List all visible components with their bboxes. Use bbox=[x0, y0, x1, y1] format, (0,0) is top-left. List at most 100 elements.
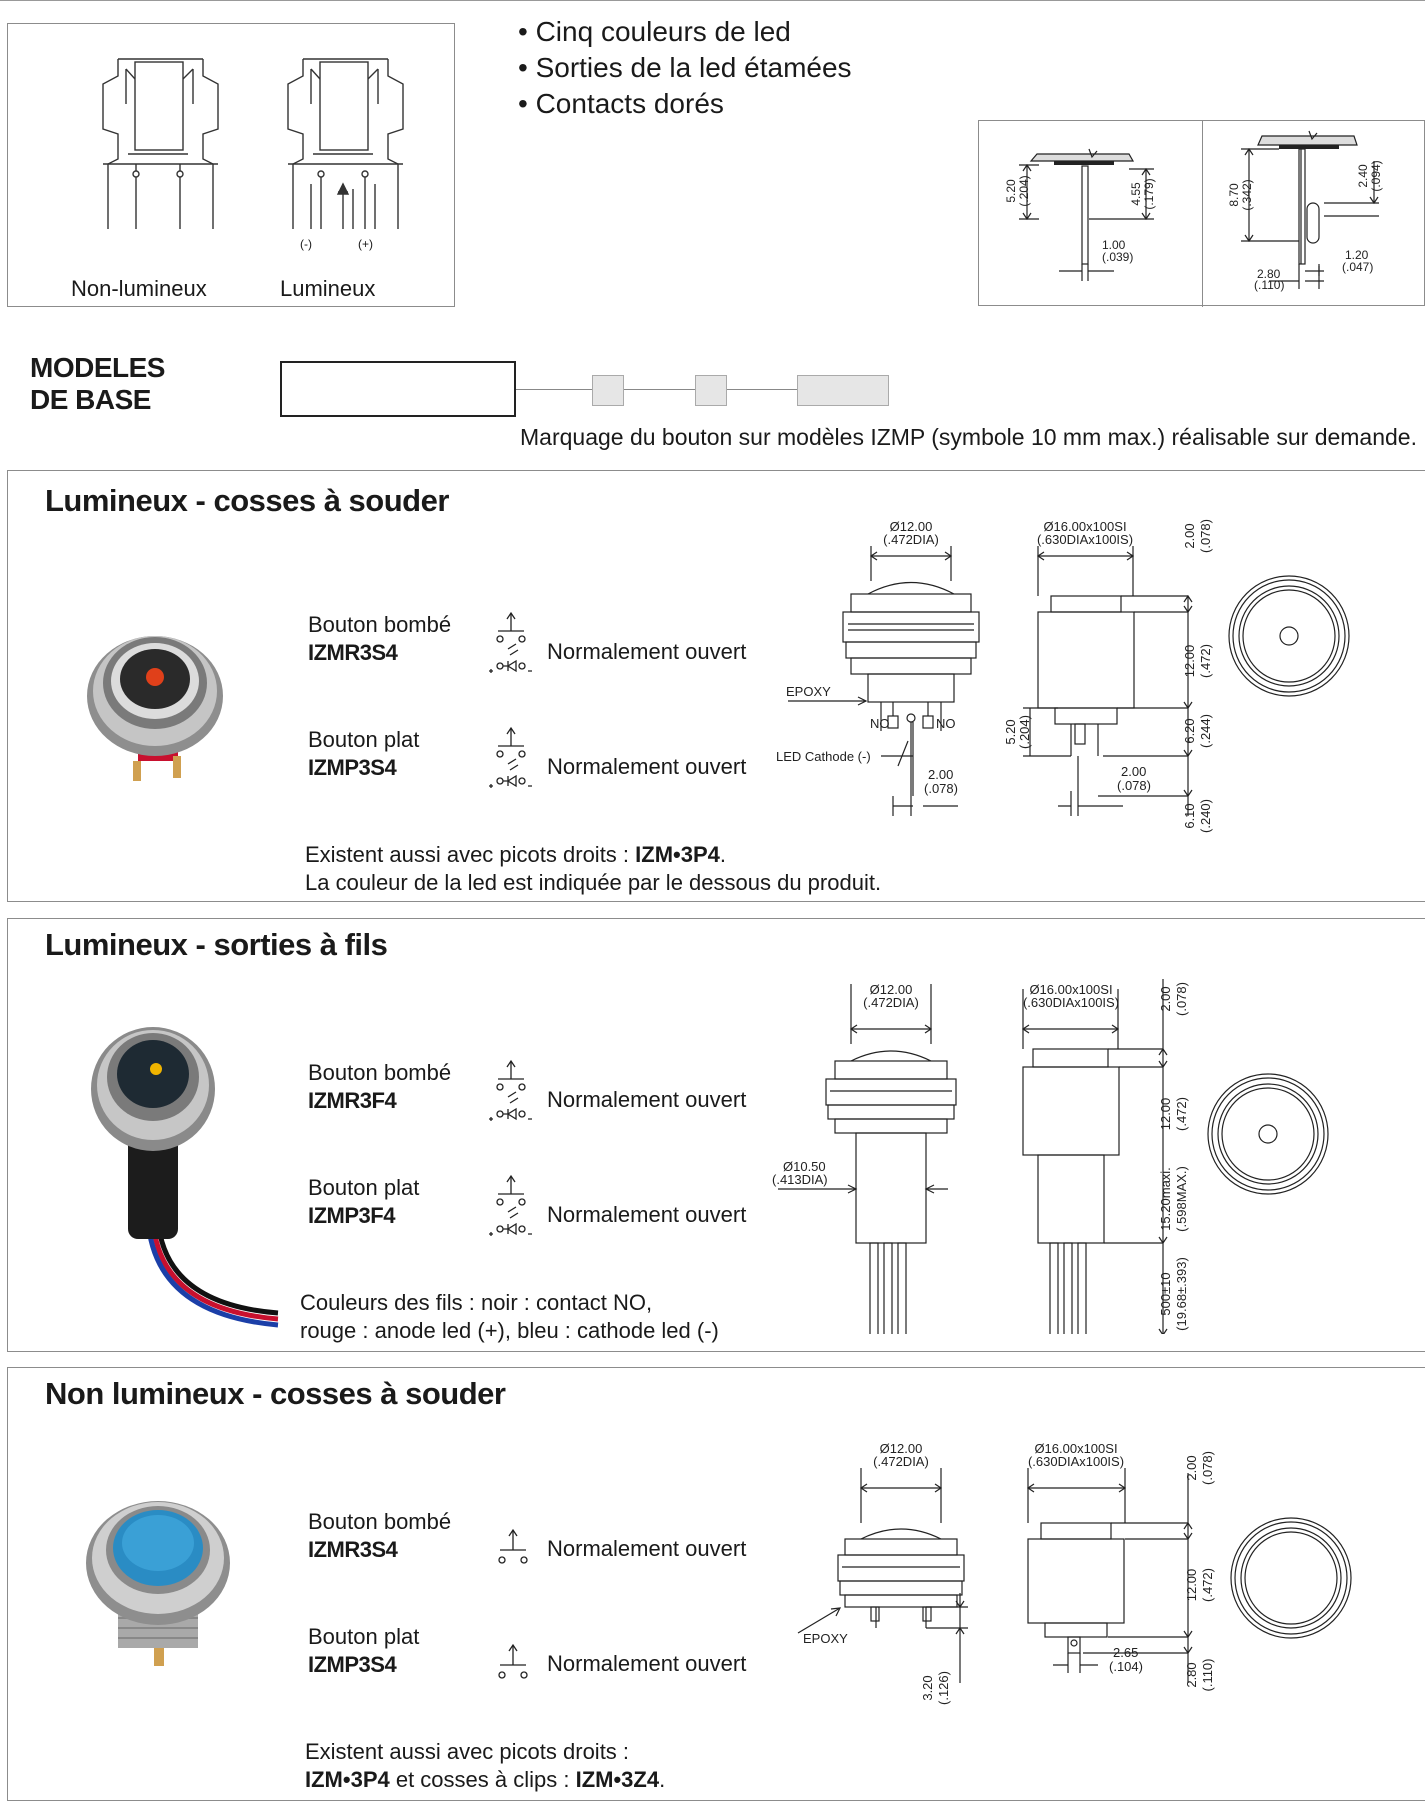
note-text: . bbox=[719, 842, 726, 867]
dim-text: (.179) bbox=[1142, 178, 1156, 209]
dim-text: (.078) bbox=[1174, 982, 1189, 1016]
dim-text: (.078) bbox=[924, 781, 958, 796]
contact-label: Normalement ouvert bbox=[547, 1202, 747, 1227]
dim-text: (.039) bbox=[1102, 250, 1133, 264]
dim-text: Ø12.00 bbox=[870, 982, 913, 997]
modeles-line-1: MODELES bbox=[30, 352, 165, 383]
item-code: IZMP3S4 bbox=[308, 1652, 397, 1677]
contact-label: Normalement ouvert bbox=[547, 1536, 747, 1561]
section-lumineux-cosses: Lumineux - cosses à souder Bouton bombé … bbox=[7, 470, 1425, 902]
contact-label: Normalement ouvert bbox=[547, 639, 747, 664]
dim-text: (.342) bbox=[1240, 179, 1254, 210]
modeles-title: MODELES DE BASE bbox=[30, 352, 165, 416]
non-lumineux-label: Non-lumineux bbox=[71, 276, 207, 301]
dim-text: (.630DIAx100IS) bbox=[1023, 995, 1119, 1010]
item-code: IZMP3S4 bbox=[308, 755, 397, 780]
dim-text: (.204) bbox=[1017, 715, 1032, 749]
note-code: IZM•3P4 bbox=[635, 842, 720, 867]
dim-text: (.126) bbox=[936, 1671, 951, 1705]
dim-text: (.110) bbox=[1200, 1659, 1215, 1692]
switch-symbol bbox=[498, 1528, 528, 1564]
top-rule bbox=[0, 0, 1425, 1]
dim-text: 1.20 bbox=[1345, 248, 1369, 262]
switch-led-symbol bbox=[489, 1059, 532, 1121]
dim-text: 6.10 bbox=[1182, 803, 1197, 828]
dim-text: Ø12.00 bbox=[890, 519, 933, 534]
item-label: Bouton bombé bbox=[308, 1509, 452, 1534]
dimension-drawing: Ø12.00 (.472DIA) Ø16.00x100SI (.630DIAx1… bbox=[797, 1443, 1352, 1705]
marquage-note: Marquage du bouton sur modèles IZMP (sym… bbox=[520, 424, 1417, 450]
note-text: Existent aussi avec picots droits : bbox=[305, 842, 636, 867]
item-code: IZMR3F4 bbox=[308, 1088, 397, 1113]
dim-text: 12.00 bbox=[1158, 1098, 1173, 1131]
item-label: Bouton plat bbox=[308, 727, 420, 752]
switch-led-symbol bbox=[489, 726, 532, 788]
section-note: Couleurs des fils : noir : contact NO, bbox=[300, 1290, 653, 1315]
dim-text: (19.68±.393) bbox=[1174, 1257, 1189, 1331]
item-code: IZMR3S4 bbox=[308, 1537, 398, 1562]
dim-text: 8.70 bbox=[1227, 183, 1241, 207]
section-note: La couleur de la led est indiquée par le… bbox=[305, 870, 882, 895]
dim-text: 5.20 bbox=[1004, 179, 1018, 203]
dim-text: Ø10.50 bbox=[783, 1159, 826, 1174]
dim-text: 2.65 bbox=[1113, 1645, 1138, 1660]
dim-text: Ø16.00x100SI bbox=[1034, 1443, 1117, 1456]
note-code: IZM•3P4 bbox=[305, 1767, 390, 1792]
section-note: Existent aussi avec picots droits : IZM•… bbox=[305, 841, 726, 869]
contact-label: Normalement ouvert bbox=[547, 1651, 747, 1676]
dim-text: 2.00 bbox=[1121, 764, 1146, 779]
dim-text: Ø16.00x100SI bbox=[1029, 982, 1112, 997]
section-non-lumineux: Non lumineux - cosses à souder Bouton bo… bbox=[7, 1367, 1425, 1801]
product-photo-blue-cap bbox=[86, 1501, 230, 1666]
item-label: Bouton plat bbox=[308, 1175, 420, 1200]
terminal-drawings: 5.20 (.204) 4.55 (.179) 1.00 (.039) 8.70… bbox=[1004, 130, 1383, 292]
section-lumineux-fils: Lumineux - sorties à fils Bouton bombé I… bbox=[7, 918, 1425, 1352]
feature-item: • Contacts dorés bbox=[518, 88, 724, 119]
dim-text: 15.20maxi. bbox=[1158, 1167, 1173, 1231]
model-code-slot bbox=[695, 375, 727, 406]
dim-text: EPOXY bbox=[786, 684, 831, 699]
dim-text: (.472) bbox=[1198, 644, 1213, 678]
section-title: Non lumineux - cosses à souder bbox=[45, 1376, 506, 1411]
dim-text: 6.20 bbox=[1182, 718, 1197, 743]
dim-text: (.413DIA) bbox=[772, 1172, 828, 1187]
dim-text: NO bbox=[936, 716, 956, 731]
section-title: Lumineux - cosses à souder bbox=[45, 483, 449, 518]
dim-text: (.630DIAx100IS) bbox=[1037, 532, 1133, 547]
dim-text: (.078) bbox=[1200, 1451, 1215, 1485]
dim-text: Ø16.00x100SI bbox=[1043, 519, 1126, 534]
dim-text: 2.00 bbox=[1158, 986, 1173, 1011]
feature-item: • Sorties de la led étamées bbox=[518, 52, 852, 83]
product-photo-wired bbox=[91, 1027, 279, 1328]
section-note: IZM•3P4 et cosses à clips : IZM•3Z4. bbox=[305, 1766, 665, 1794]
dim-text: (.240) bbox=[1198, 799, 1213, 833]
dim-text: 12.00 bbox=[1182, 645, 1197, 678]
terminal-dimensions-box: 5.20 (.204) 4.55 (.179) 1.00 (.039) 8.70… bbox=[978, 120, 1425, 307]
dim-text: 2.40 bbox=[1356, 164, 1370, 188]
dim-text: 4.55 bbox=[1129, 182, 1143, 206]
dim-text: (.047) bbox=[1342, 260, 1373, 274]
dim-text: (.472) bbox=[1174, 1097, 1189, 1131]
item-code: IZMR3S4 bbox=[308, 640, 398, 665]
note-text: et cosses à clips : bbox=[389, 1767, 576, 1792]
section-note: rouge : anode led (+), bleu : cathode le… bbox=[300, 1318, 719, 1343]
item-code: IZMP3F4 bbox=[308, 1203, 395, 1228]
dimension-drawing: Ø12.00 (.472DIA) Ø16.00x100SI (.630DIAx1… bbox=[776, 519, 1350, 833]
lumineux-label: Lumineux bbox=[280, 276, 376, 301]
model-code-slot bbox=[797, 375, 889, 406]
dim-text: 3.20 bbox=[920, 1675, 935, 1700]
dim-text: 1.00 bbox=[1102, 238, 1126, 252]
dim-text: 2.80 bbox=[1257, 267, 1281, 281]
schematic-drawings bbox=[102, 58, 404, 229]
dim-text: (.110) bbox=[1254, 278, 1284, 292]
dim-text: (.104) bbox=[1109, 1659, 1143, 1674]
contact-label: Normalement ouvert bbox=[547, 754, 747, 779]
model-code-box bbox=[280, 361, 516, 417]
item-label: Bouton bombé bbox=[308, 612, 452, 637]
feature-item: • Cinq couleurs de led bbox=[518, 16, 791, 47]
note-text: . bbox=[659, 1767, 666, 1792]
dim-text: (.472DIA) bbox=[883, 532, 939, 547]
dim-text: 5.20 bbox=[1003, 719, 1018, 744]
dim-text: LED Cathode (-) bbox=[776, 749, 871, 764]
dim-text: EPOXY bbox=[803, 1631, 848, 1646]
